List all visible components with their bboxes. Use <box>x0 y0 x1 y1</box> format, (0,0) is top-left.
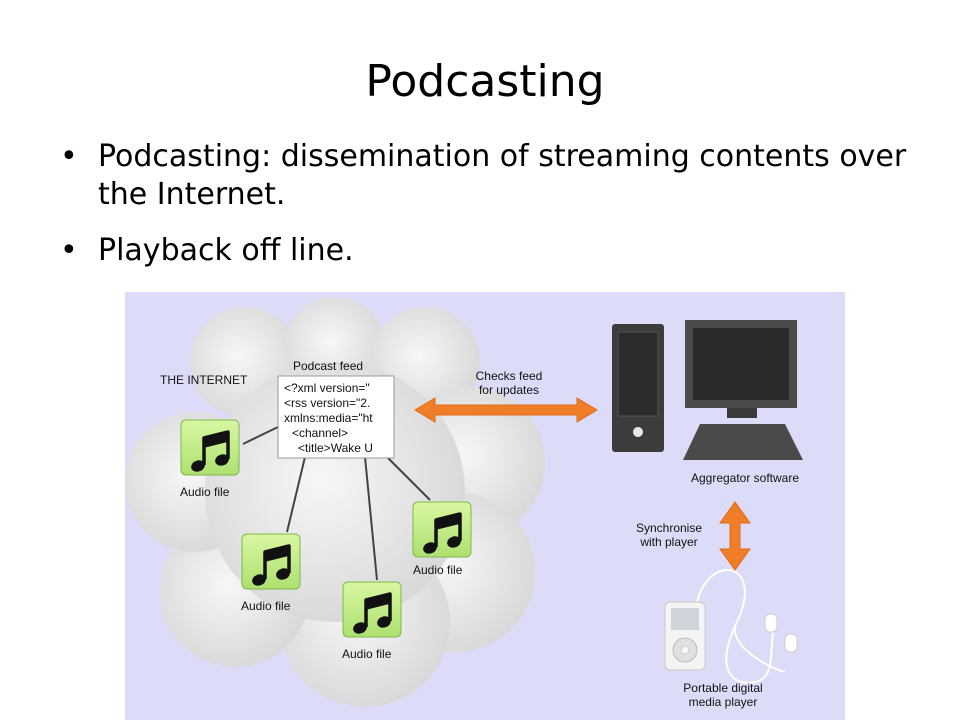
music-note-icon <box>180 419 240 476</box>
audio-file-label: Audio file <box>241 599 291 613</box>
feed-label: Podcast feed <box>293 359 363 373</box>
feed-line: xmlns:media="ht <box>284 411 373 425</box>
podcast-diagram-svg: THE INTERNET Podcast feed <?xml version=… <box>125 292 845 720</box>
audio-file-4: Audio file <box>412 501 472 577</box>
sync-label: with player <box>639 535 697 549</box>
bullet-item: • Podcasting: dissemination of streaming … <box>58 138 938 214</box>
audio-file-1: Audio file <box>180 419 240 499</box>
slide-title: Podcasting <box>365 56 605 107</box>
aggregator-label: Aggregator software <box>691 471 799 485</box>
audio-file-label: Audio file <box>180 485 230 499</box>
bullet-dot: • <box>60 233 78 268</box>
audio-file-label: Audio file <box>413 563 463 577</box>
feed-line: <title>Wake U <box>298 441 373 455</box>
podcast-diagram: THE INTERNET Podcast feed <?xml version=… <box>125 292 845 720</box>
audio-file-label: Audio file <box>342 647 392 661</box>
audio-file-3: Audio file <box>342 581 402 661</box>
computer-icon <box>612 320 803 460</box>
sync-label: Synchronise <box>636 521 702 535</box>
music-note-icon <box>342 581 402 638</box>
checks-feed-label: Checks feed <box>476 369 543 383</box>
media-player-icon <box>664 568 798 684</box>
keyboard <box>683 424 803 460</box>
feed-line: <?xml version=" <box>284 381 370 395</box>
player-label: Portable digital <box>683 681 762 695</box>
podcast-feed-box <box>277 375 395 459</box>
audio-file-2: Audio file <box>241 533 301 613</box>
earbud <box>784 633 798 653</box>
feed-line: <rss version="2. <box>284 396 370 410</box>
double-arrow-vertical <box>719 501 751 571</box>
earphone-cable <box>696 568 786 684</box>
player-label: media player <box>689 695 758 709</box>
bullet-text: Podcasting: dissemination of streaming c… <box>98 139 907 212</box>
bullet-list: • Podcasting: dissemination of streaming … <box>58 138 938 288</box>
bullet-dot: • <box>60 139 78 174</box>
bullet-text: Playback off line. <box>98 233 354 268</box>
bullet-item: • Playback off line. <box>58 232 938 270</box>
checks-feed-label: for updates <box>479 383 539 397</box>
double-arrow-horizontal <box>414 397 598 423</box>
internet-label: THE INTERNET <box>160 373 248 387</box>
earbud <box>764 613 778 633</box>
connector-lines <box>242 426 431 581</box>
feed-line: <channel> <box>292 426 348 440</box>
music-note-icon <box>241 533 301 590</box>
music-note-icon <box>412 501 472 558</box>
